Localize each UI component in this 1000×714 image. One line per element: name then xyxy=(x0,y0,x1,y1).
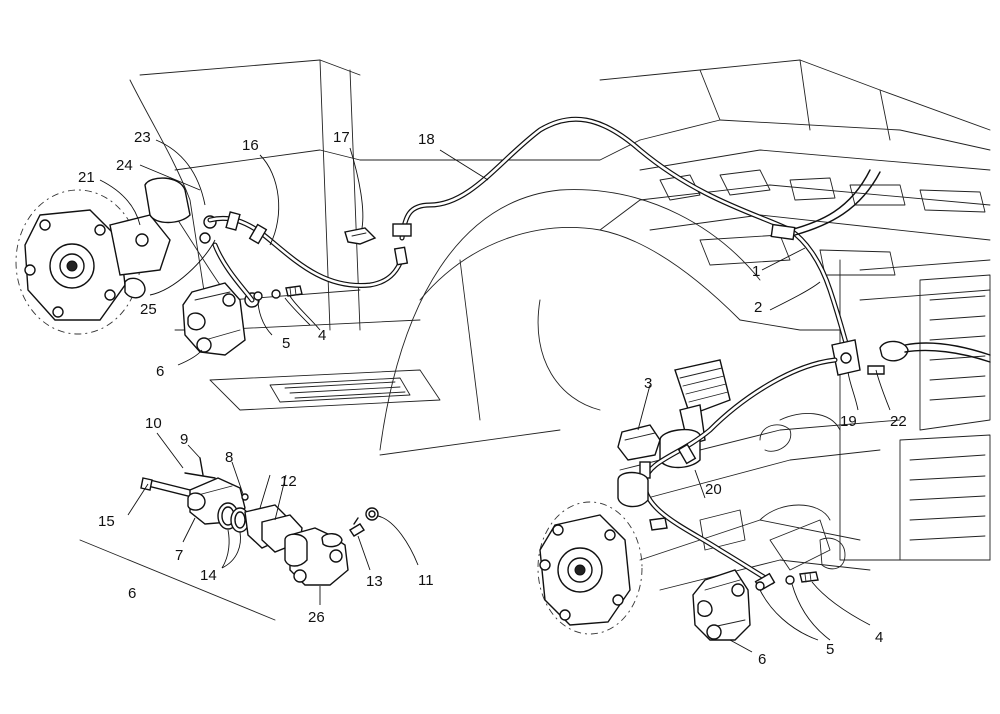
callout-5b: 5 xyxy=(826,641,834,658)
callout-17: 17 xyxy=(333,129,350,146)
callout-20: 20 xyxy=(705,481,722,498)
callout-5a: 5 xyxy=(282,335,290,352)
callout-23: 23 xyxy=(134,129,151,146)
callout-21: 21 xyxy=(78,169,95,186)
callout-13: 13 xyxy=(366,573,383,590)
rear-junction-and-hose xyxy=(639,339,991,592)
callout-11: 11 xyxy=(418,572,434,589)
left-brake-disc xyxy=(15,177,217,335)
callout-18: 18 xyxy=(418,131,435,148)
callout-24: 24 xyxy=(116,157,133,174)
callout-6a: 6 xyxy=(156,363,164,380)
callout-9: 9 xyxy=(180,431,188,448)
callout-4a: 4 xyxy=(318,327,326,344)
callout-22: 22 xyxy=(890,413,907,430)
callout-labels: 1 2 3 4 4 5 5 6 6 6 7 8 9 10 11 12 13 14… xyxy=(78,129,907,668)
callout-4b: 4 xyxy=(875,629,883,646)
callout-7: 7 xyxy=(175,547,183,564)
callout-12: 12 xyxy=(280,473,297,490)
shock-absorber xyxy=(659,359,731,469)
callout-19: 19 xyxy=(840,413,857,430)
callout-26: 26 xyxy=(308,609,325,626)
callout-3: 3 xyxy=(644,375,652,392)
callout-1: 1 xyxy=(752,263,760,280)
left-brake-caliper xyxy=(182,282,246,356)
exploded-caliper-parts xyxy=(79,457,379,621)
brake-hard-line xyxy=(344,116,881,353)
callout-15: 15 xyxy=(98,513,115,530)
callout-6b: 6 xyxy=(758,651,766,668)
right-brake-caliper xyxy=(692,569,819,641)
left-brake-hose xyxy=(207,211,409,303)
callout-8: 8 xyxy=(225,449,233,466)
callout-2: 2 xyxy=(754,299,762,316)
callout-14: 14 xyxy=(200,567,217,584)
callout-leaders xyxy=(99,139,891,653)
callout-6c: 6 xyxy=(128,585,136,602)
right-brake-disc xyxy=(537,501,643,635)
callout-16: 16 xyxy=(242,137,259,154)
rear-brake-master xyxy=(617,424,668,531)
callout-25: 25 xyxy=(140,301,157,318)
vehicle-frame-outline xyxy=(129,59,991,591)
callout-10: 10 xyxy=(145,415,162,432)
left-caliper-fittings xyxy=(244,285,303,308)
